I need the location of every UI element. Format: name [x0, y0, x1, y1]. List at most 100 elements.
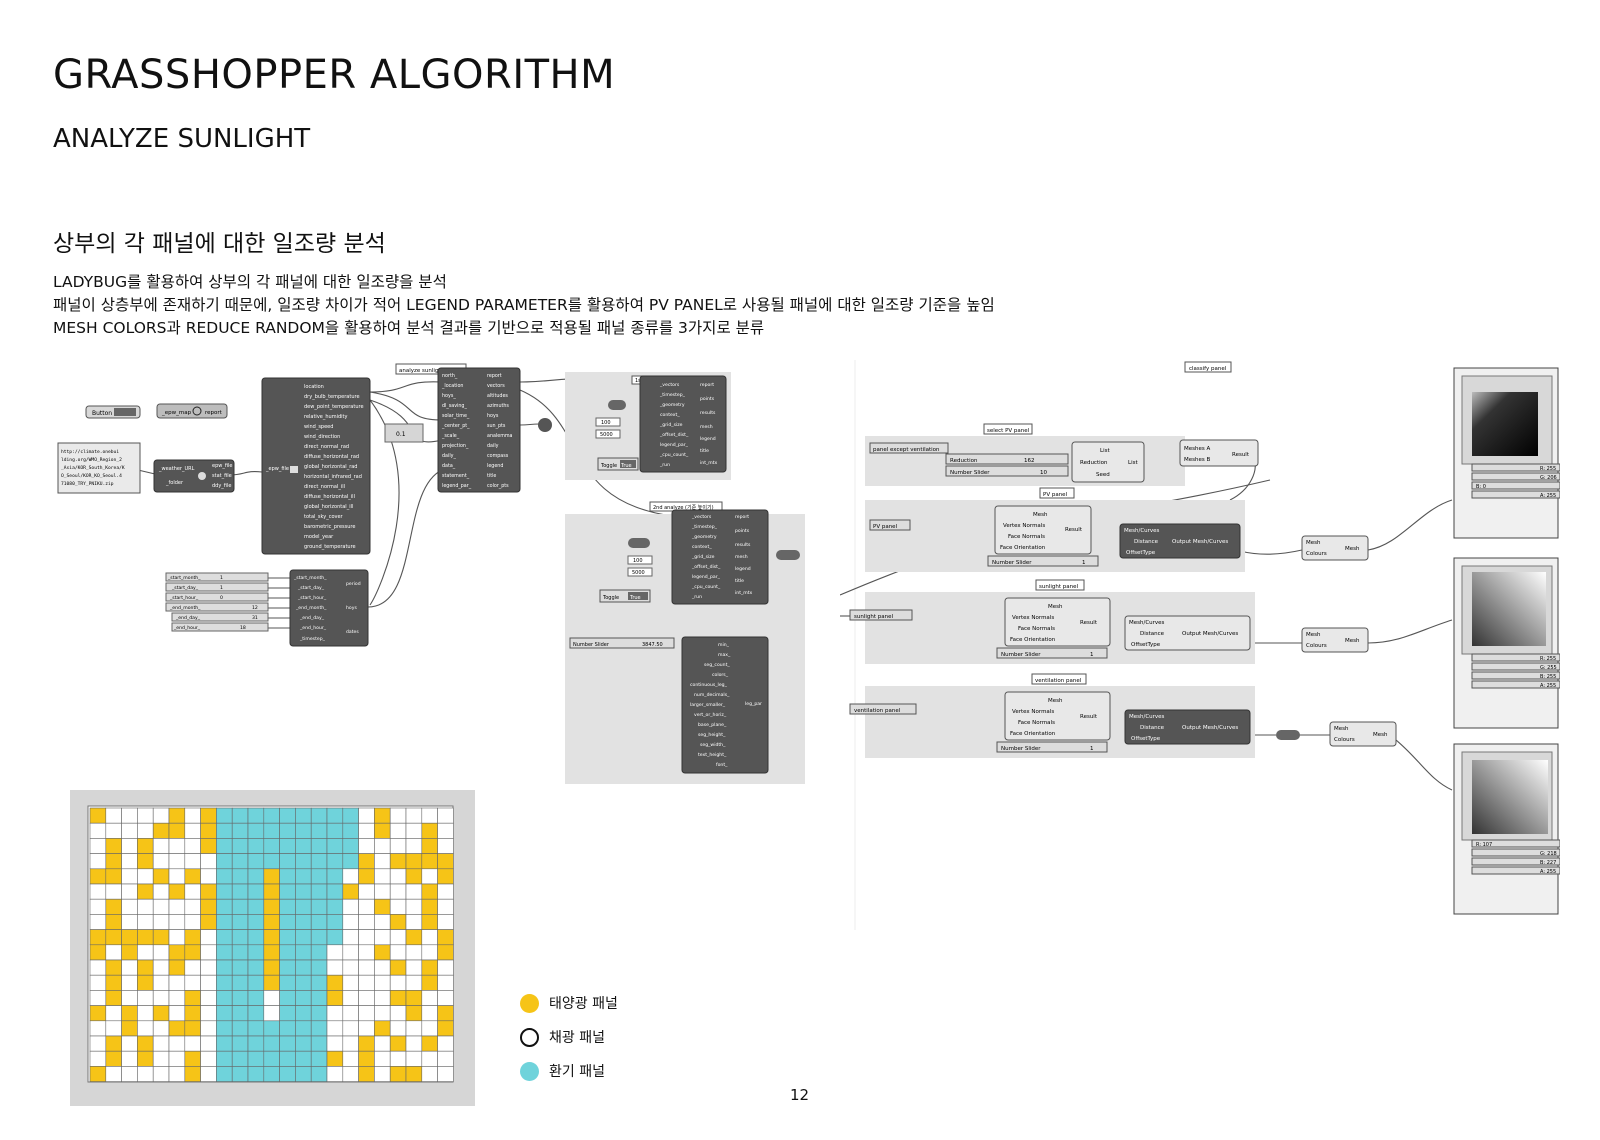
- grid-cell: [421, 1066, 438, 1082]
- svg-text:_run: _run: [659, 462, 670, 468]
- colour-swatch-3[interactable]: R: 107 G: 218 B: 227 A: 255: [1453, 743, 1560, 915]
- svg-text:dates: dates: [346, 629, 359, 635]
- grid-cell: [421, 1035, 438, 1052]
- grid-cell: [279, 868, 296, 885]
- second-analysis-group[interactable]: 2nd analyze (기준 높이기) 100 5000 Toggle Tru…: [565, 501, 805, 784]
- pv-panel-group[interactable]: PV panel PV panel Mesh Vertex Normals Fa…: [865, 487, 1245, 572]
- grid-cell: [295, 974, 312, 991]
- grid-cell: [216, 990, 233, 1006]
- grid-cell: [152, 959, 170, 976]
- svg-text:location: location: [304, 384, 324, 390]
- svg-text:Meshes B: Meshes B: [1184, 457, 1210, 463]
- grid-cell: [279, 853, 296, 870]
- mesh-colour-2[interactable]: Mesh Colours Mesh: [1301, 627, 1369, 653]
- svg-text:dl_saving_: dl_saving_: [442, 403, 467, 409]
- svg-text:Mesh: Mesh: [1306, 632, 1321, 638]
- grid-cell: [137, 853, 154, 870]
- svg-text:_run: _run: [691, 594, 702, 600]
- svg-text:_geometry: _geometry: [659, 402, 685, 408]
- mesh-colour-1[interactable]: Mesh Colours Mesh: [1301, 535, 1369, 561]
- sunpath-component[interactable]: analyze sunlight north_ _location hoys_ …: [395, 363, 521, 493]
- grid-cell: [342, 822, 359, 839]
- grid-cell: [405, 807, 423, 824]
- svg-text:_offset_dist_: _offset_dist_: [691, 564, 721, 570]
- svg-text:Face Normals: Face Normals: [1018, 720, 1055, 726]
- grid-cell: [358, 868, 375, 885]
- grid-cell: [310, 838, 328, 854]
- first-analysis-group[interactable]: 1st 100 5000 Toggle True _vectors _times…: [565, 372, 731, 480]
- grid-cell: [105, 974, 122, 991]
- svg-text:statement_: statement_: [442, 473, 470, 479]
- svg-text:azimuths: azimuths: [487, 403, 509, 409]
- svg-text:model_year: model_year: [304, 534, 334, 540]
- download-weather-component[interactable]: _weather_URL _folder epw_file stat_file …: [153, 459, 235, 493]
- grid-cell: [168, 853, 186, 870]
- svg-text:R: 255: R: 255: [1540, 466, 1556, 472]
- svg-text:analyze sunlight: analyze sunlight: [399, 368, 445, 374]
- grid-cell: [437, 868, 454, 885]
- grid-cell: [200, 990, 217, 1006]
- svg-text:_offset_dist_: _offset_dist_: [659, 432, 689, 438]
- legend-label-daylight: 채광 패널: [549, 1030, 605, 1046]
- import-epw-component[interactable]: _epw_file location dry_bulb_temperature …: [261, 377, 371, 555]
- svg-text:Number Slider: Number Slider: [573, 642, 610, 648]
- grid-cell: [279, 1020, 296, 1037]
- colour-swatch-1[interactable]: R: 255 G: 206 B: 0 A: 255: [1453, 367, 1560, 539]
- svg-text:12: 12: [252, 605, 258, 611]
- grid-cell: [342, 914, 359, 930]
- url-panel[interactable]: http://climate.onebui lding.org/WMO_Regi…: [57, 442, 141, 494]
- grid-cell: [200, 1005, 217, 1022]
- grid-cell: [247, 974, 265, 991]
- grasshopper-canvas-left[interactable]: Button _epw_map report http://climate.on…: [0, 360, 830, 800]
- grasshopper-canvas-right[interactable]: classify panel select PV panel panel exc…: [840, 360, 1560, 940]
- colour-swatch-2[interactable]: R: 255 G: 255 B: 255 A: 255: [1453, 557, 1560, 729]
- grid-cell: [342, 929, 359, 946]
- grid-cell: [374, 1005, 391, 1022]
- svg-text:vert_or_horiz_: vert_or_horiz_: [694, 712, 727, 718]
- grid-cell: [310, 1035, 328, 1052]
- grid-cell: [389, 883, 407, 900]
- grid-cell: [374, 1020, 391, 1037]
- grid-cell: [152, 944, 170, 961]
- grid-cell: [200, 959, 217, 976]
- svg-text:_start_day_: _start_day_: [171, 585, 199, 591]
- grid-cell: [374, 974, 391, 991]
- svg-text:_Asia/KOR_South_Korea/K: _Asia/KOR_South_Korea/K: [61, 465, 125, 471]
- grid-cell: [231, 959, 249, 976]
- legend-max-slider[interactable]: [569, 637, 675, 649]
- grid-cell: [184, 1020, 201, 1037]
- epw-map-component[interactable]: _epw_map report: [156, 403, 228, 419]
- mesh-colour-3[interactable]: Mesh Colours Mesh: [1329, 721, 1397, 747]
- svg-text:Mesh/Curves: Mesh/Curves: [1129, 620, 1165, 626]
- period-sliders[interactable]: _start_month_1 _start_day_1 _start_hour_…: [165, 572, 269, 632]
- grid-cell: [89, 914, 107, 930]
- svg-text:solar_time_: solar_time_: [442, 413, 470, 419]
- svg-text:larger_smaller_: larger_smaller_: [690, 702, 726, 708]
- select-pv-group[interactable]: select PV panel panel except ventilation…: [865, 423, 1259, 486]
- svg-text:_end_hour_: _end_hour_: [299, 625, 327, 631]
- grid-cell: [216, 1005, 233, 1022]
- grid-cell: [168, 807, 186, 824]
- svg-text:R: 255: R: 255: [1540, 656, 1556, 662]
- svg-text:hoys: hoys: [487, 413, 499, 419]
- grid-cell: [279, 1050, 296, 1067]
- grid-cell: [121, 807, 138, 824]
- button-component[interactable]: Button: [85, 405, 141, 419]
- grid-cell: [89, 853, 107, 870]
- analysis-period-component[interactable]: _start_month_ _start_day_ _start_hour_ _…: [289, 569, 369, 647]
- grid-cell: [326, 1066, 344, 1082]
- legend-ventilation: 환기 패널: [520, 1061, 605, 1081]
- scale-panel[interactable]: 0.1: [384, 423, 424, 443]
- svg-text:global_horizontal_rad: global_horizontal_rad: [304, 464, 357, 470]
- sunlight-panel-group[interactable]: sunlight panel sunlight panel Mesh Verte…: [849, 579, 1255, 664]
- legend-daylight: 채광 패널: [520, 1027, 605, 1047]
- svg-text:diffuse_horizontal_rad: diffuse_horizontal_rad: [304, 454, 359, 460]
- grid-cell: [105, 1020, 122, 1037]
- ventilation-panel-group[interactable]: ventilation panel ventilation panel Mesh…: [849, 673, 1300, 758]
- page-subtitle: ANALYZE SUNLIGHT: [53, 124, 311, 154]
- grid-cell: [184, 914, 201, 930]
- grid-cell: [121, 914, 138, 930]
- grid-cell: [247, 868, 265, 885]
- svg-text:_timestep_: _timestep_: [659, 392, 686, 398]
- grid-cell: [263, 1005, 280, 1022]
